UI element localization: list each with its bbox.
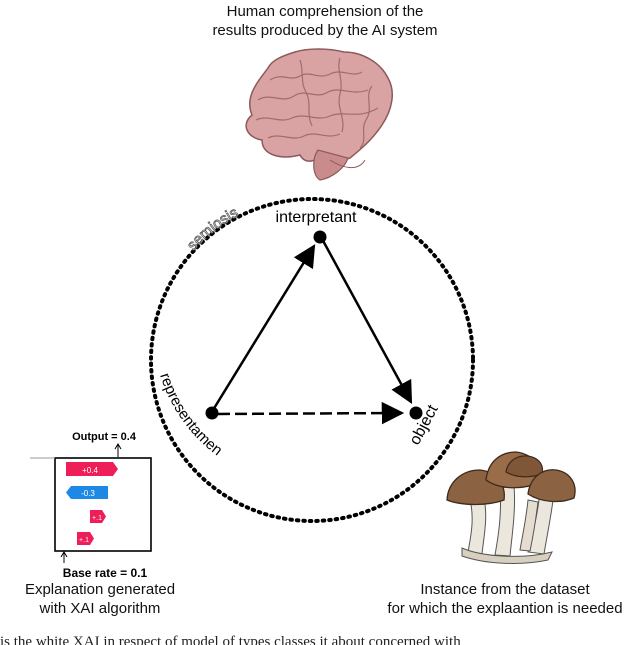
explanation-caption: Explanation generated with XAI algorithm [0, 580, 200, 618]
edge-representamen-to-interpretant [211, 244, 316, 411]
brain-caption-line-1: Human comprehension of the [226, 3, 424, 20]
output-label: Output = 0.4 [72, 431, 137, 443]
brain-icon [245, 48, 394, 181]
edge-representamen-to-object [217, 401, 405, 425]
cropped-body-text: is the white XAI in respect of model of … [0, 634, 461, 645]
instance-caption-line-2: for which the explaantion is needed [387, 600, 623, 617]
instance-caption-line-1: Instance from the dataset [420, 581, 590, 598]
brain-caption-line-2: results produced by the AI system [212, 22, 438, 39]
explanation-caption-line-1: Explanation generated [24, 581, 176, 598]
node-representamen [205, 406, 219, 420]
base-rate-label: Base rate = 0.1 [63, 566, 148, 580]
bar-label-3: +.1 [92, 515, 102, 522]
semiosis-circle [149, 197, 475, 523]
bar-positive-4 [77, 532, 94, 545]
mushroom-icon [446, 451, 576, 564]
xai-waterfall-plot: Output = 0.4 +0.4 -0.3 +.1 +.1 Base rate… [30, 431, 152, 580]
node-object [409, 406, 423, 420]
explanation-caption-line-2: with XAI algorithm [39, 600, 161, 617]
interpretant-label: interpretant [276, 209, 357, 226]
bar-label-1: +0.4 [82, 466, 98, 475]
node-interpretant [313, 230, 327, 244]
brain-caption: Human comprehension of the results produ… [160, 2, 490, 40]
instance-caption: Instance from the dataset for which the … [370, 580, 640, 618]
edge-interpretant-to-object [319, 236, 413, 404]
bar-negative-2 [66, 486, 108, 499]
plot-frame [54, 457, 152, 552]
bar-label-2: -0.3 [81, 489, 95, 498]
bar-label-4: +.1 [79, 537, 89, 544]
semiosis-label: semiosis [184, 204, 241, 254]
bar-positive-3 [90, 510, 106, 523]
bar-positive-1 [66, 462, 118, 476]
